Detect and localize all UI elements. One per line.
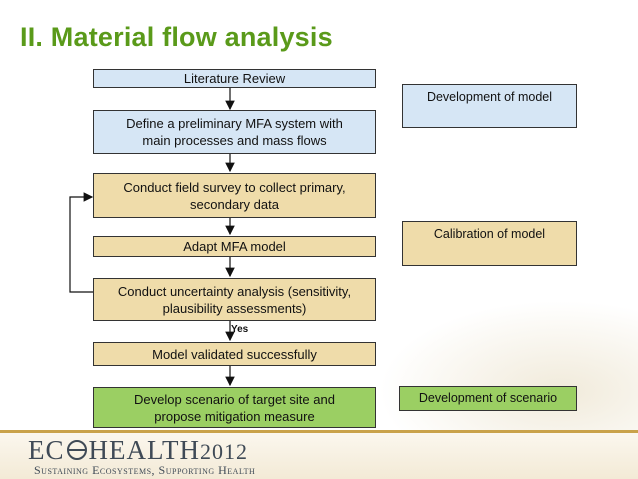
step-field-survey-label: Conduct field survey to collect primary,… [123,179,346,212]
footer-divider [0,430,638,433]
phase-development-of-model: Development of model [402,84,577,128]
footer-band [0,433,638,479]
step-define-mfa-system: Define a preliminary MFA system with mai… [93,110,376,154]
logo-text-health: HEALTH [88,435,201,465]
step-model-validated-label: Model validated successfully [152,346,317,362]
logo-globe-icon [65,435,89,466]
step-model-validated: Model validated successfully [93,342,376,366]
logo-text-ec: EC [28,435,65,465]
step-field-survey: Conduct field survey to collect primary,… [93,173,376,218]
step-literature-review: Literature Review [93,69,376,88]
phase-calibration-of-model-label: Calibration of model [433,227,546,241]
yes-label: Yes [231,324,249,335]
step-uncertainty-analysis: Conduct uncertainty analysis (sensitivit… [93,278,376,321]
step-uncertainty-analysis-label: Conduct uncertainty analysis (sensitivit… [117,283,352,316]
logo-year: 2012 [200,439,249,464]
ecohealth-logo: EC HEALTH2012 [28,435,248,466]
step-literature-review-label: Literature Review [183,71,286,86]
feedback-loop-arrow [69,192,94,293]
step-adapt-mfa-model-label: Adapt MFA model [183,239,286,254]
phase-development-of-scenario-label: Development of scenario [418,391,558,405]
phase-calibration-of-model: Calibration of model [402,221,577,266]
logo-tagline: Sustaining Ecosystems, Supporting Health [34,463,256,477]
step-define-mfa-system-label: Define a preliminary MFA system with mai… [126,116,343,148]
phase-development-of-scenario: Development of scenario [399,386,577,411]
phase-development-of-model-label: Development of model [426,90,553,104]
step-develop-scenario-label: Develop scenario of target site and prop… [134,391,335,424]
slide-title: II. Material flow analysis [20,22,333,52]
step-develop-scenario: Develop scenario of target site and prop… [93,387,376,428]
step-adapt-mfa-model: Adapt MFA model [93,236,376,257]
